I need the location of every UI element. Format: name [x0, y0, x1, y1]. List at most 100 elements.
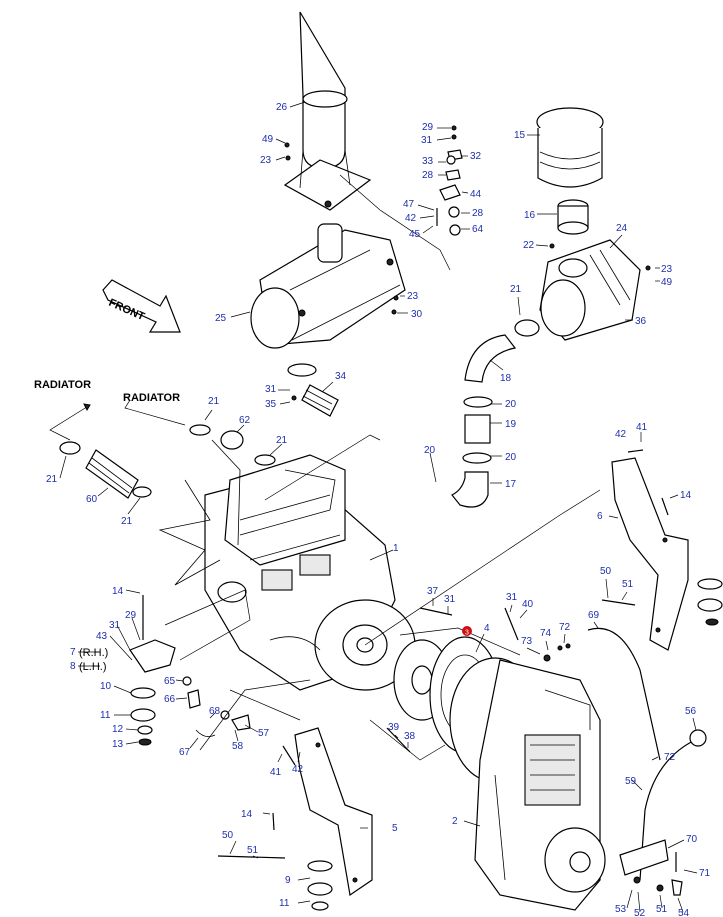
callout: 40	[522, 599, 534, 610]
engine	[158, 439, 416, 691]
callout: 18	[500, 373, 512, 384]
callout: 4	[484, 623, 490, 634]
callout: 14	[680, 490, 692, 501]
callout: 52	[634, 908, 646, 917]
callout: 71	[699, 868, 711, 879]
lh-label: (L.H.)	[79, 661, 107, 673]
part-callouts: 26 49 23 29 31 32 33 28 44 47 42 28 45 6…	[46, 102, 711, 917]
callout: 29	[125, 610, 137, 621]
callout: 33	[422, 156, 434, 167]
callout: 6	[597, 511, 603, 522]
engine-mount-left	[129, 595, 176, 746]
callout: 14	[112, 586, 124, 597]
callout: 72	[664, 752, 676, 763]
leader-lines	[59, 101, 698, 913]
callout: 31	[444, 594, 456, 605]
callout: 58	[232, 741, 244, 752]
callout: 23	[661, 264, 673, 275]
callout: 65	[164, 676, 176, 687]
callout: 51	[656, 904, 668, 915]
exhaust-pipe	[283, 11, 372, 211]
callout: 21	[276, 435, 288, 446]
muffler	[250, 223, 406, 349]
brackets	[294, 457, 689, 897]
callout: 50	[600, 566, 612, 577]
callout: 42	[292, 764, 304, 775]
callout: 45	[409, 229, 421, 240]
air-cleaner	[536, 107, 651, 341]
callout: 11	[279, 898, 290, 909]
flex-pipe	[287, 363, 339, 417]
callout: 21	[46, 474, 58, 485]
callout: 51	[247, 845, 259, 856]
callout: 39	[388, 722, 400, 733]
callout: 31	[109, 620, 121, 631]
callout: 5	[392, 823, 398, 834]
callout: 20	[505, 452, 517, 463]
callout: 73	[521, 636, 533, 647]
callout: 26	[276, 102, 288, 113]
callout: 21	[208, 396, 220, 407]
callout: 44	[470, 189, 482, 200]
callout: 59	[625, 776, 637, 787]
callout: 20	[424, 445, 436, 456]
callout: 66	[164, 694, 176, 705]
callout: 43	[96, 631, 108, 642]
callout: 28	[472, 208, 484, 219]
highlight-marker: 3	[462, 626, 472, 637]
callout: 30	[411, 309, 423, 320]
intake-hoses	[451, 319, 540, 508]
callout: 31	[265, 384, 277, 395]
callout: 11	[100, 710, 111, 721]
callout: 14	[241, 809, 253, 820]
upper-hardware	[284, 125, 463, 315]
radiator-arrows	[49, 399, 186, 441]
callout: 42	[405, 213, 417, 224]
callout: 1	[393, 543, 399, 554]
callout: 7	[70, 647, 76, 658]
callout: 21	[510, 284, 522, 295]
callout: 72	[559, 622, 571, 633]
callout: 60	[86, 494, 98, 505]
callout: 70	[686, 834, 698, 845]
callout: 32	[470, 151, 482, 162]
radiator-label-left: RADIATOR	[34, 379, 91, 391]
callout: 64	[472, 224, 484, 235]
rh-label: (R.H.)	[79, 647, 108, 659]
callout: 57	[258, 728, 270, 739]
callout: 69	[588, 610, 600, 621]
callout: 13	[112, 739, 124, 750]
callout: 53	[615, 904, 627, 915]
transmission	[449, 657, 606, 911]
callout: 56	[685, 706, 697, 717]
callout: 23	[260, 155, 272, 166]
callout: 47	[403, 199, 415, 210]
callout: 74	[540, 628, 552, 639]
callout: 31	[506, 592, 518, 603]
callout: 10	[100, 681, 112, 692]
callout: 34	[335, 371, 347, 382]
callout: 49	[262, 134, 274, 145]
callout: 62	[239, 415, 251, 426]
callout: 67	[179, 747, 191, 758]
callout: 49	[661, 277, 673, 288]
callout: 23	[407, 291, 419, 302]
callout: 41	[270, 767, 282, 778]
callout: 9	[285, 875, 291, 886]
callout: 21	[121, 516, 133, 527]
callout: 41	[636, 422, 648, 433]
callout: 28	[422, 170, 434, 181]
svg-text:3: 3	[465, 630, 469, 637]
callout: 37	[427, 586, 439, 597]
callout: 25	[215, 313, 227, 324]
callout: 29	[422, 122, 434, 133]
callout: 68	[209, 706, 221, 717]
callout: 24	[616, 223, 628, 234]
callout: 15	[514, 130, 526, 141]
callout: 50	[222, 830, 234, 841]
callout: 19	[505, 419, 517, 430]
callout: 31	[421, 135, 433, 146]
radiator-hoses	[59, 424, 276, 499]
callout: 42	[615, 429, 627, 440]
